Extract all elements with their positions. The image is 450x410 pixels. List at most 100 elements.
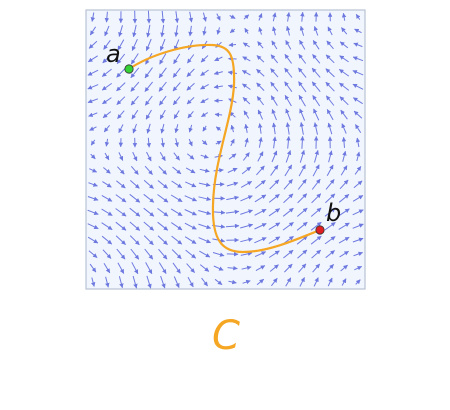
field-arrow (201, 140, 208, 146)
field-arrow (338, 194, 350, 203)
field-arrow (118, 276, 124, 289)
field-arrow (200, 154, 209, 159)
field-arrow (160, 10, 166, 24)
field-arrow (339, 179, 349, 190)
field-arrow (115, 194, 127, 203)
field-arrow (87, 69, 99, 76)
field-arrow (258, 13, 263, 21)
field-arrow (171, 235, 183, 245)
field-arrow (199, 264, 210, 272)
field-arrow (188, 11, 194, 23)
field-arrow (160, 123, 165, 134)
field-arrow (328, 150, 333, 163)
field-arrow (354, 124, 362, 133)
field-arrow (271, 277, 278, 287)
field-arrow (353, 110, 363, 119)
field-arrow (174, 124, 179, 134)
field-arrow (174, 138, 179, 148)
field-arrow (101, 194, 113, 202)
field-arrow (256, 165, 265, 176)
field-arrow (144, 248, 154, 260)
field-arrow (284, 164, 293, 177)
field-arrow (115, 235, 126, 245)
field-arrow (118, 124, 124, 134)
field-arrow (298, 263, 307, 273)
field-arrow (340, 109, 348, 120)
field-arrow (342, 150, 347, 162)
field-arrow (285, 40, 292, 50)
field-arrow (116, 82, 126, 92)
field-arrow (201, 277, 208, 287)
field-arrow (216, 27, 221, 35)
field-arrow (104, 138, 110, 147)
field-arrow (132, 151, 138, 162)
field-arrow (325, 54, 335, 64)
field-arrow (89, 263, 97, 273)
field-arrow (118, 25, 123, 37)
field-arrow (157, 194, 169, 203)
field-arrow (226, 195, 239, 201)
field-arrow (131, 38, 138, 51)
field-arrow (243, 110, 250, 119)
field-arrow (130, 165, 139, 175)
field-arrow (299, 122, 305, 135)
field-arrow (198, 196, 212, 201)
field-arrow (89, 168, 98, 173)
field-arrow (174, 25, 179, 37)
field-arrow (283, 249, 294, 259)
field-arrow (325, 95, 335, 106)
field-arrow (268, 208, 281, 217)
field-arrow (230, 124, 235, 133)
field-arrow (270, 54, 279, 64)
start-point-label: a (106, 40, 121, 68)
field-arrow (90, 277, 96, 287)
field-arrow (326, 109, 334, 121)
field-arrow (268, 222, 281, 231)
field-arrow (327, 122, 333, 135)
field-arrow (270, 81, 279, 92)
field-arrow (160, 137, 166, 148)
field-arrow (352, 223, 364, 229)
field-arrow (146, 123, 151, 134)
field-arrow (240, 209, 253, 215)
field-arrow (116, 96, 126, 105)
curve-label: C (212, 313, 240, 359)
field-arrow (326, 40, 334, 50)
field-arrow (214, 112, 223, 117)
field-arrow (242, 56, 251, 62)
field-arrow (200, 83, 209, 90)
field-arrow (185, 167, 196, 174)
field-arrow (241, 166, 252, 175)
field-arrow (284, 53, 293, 64)
field-arrow (352, 209, 364, 216)
field-arrow (146, 10, 152, 24)
field-arrow (102, 54, 112, 64)
field-arrow (88, 112, 98, 117)
field-arrow (284, 67, 293, 78)
field-arrow (157, 207, 169, 217)
field-arrow (172, 166, 182, 175)
field-arrow (88, 250, 98, 258)
field-arrow (353, 42, 363, 48)
field-arrow (198, 182, 211, 187)
field-arrow (171, 249, 182, 260)
field-arrow (118, 152, 124, 161)
field-arrow (271, 122, 277, 135)
field-arrow (339, 82, 350, 91)
field-arrow (143, 179, 154, 189)
field-arrow (145, 262, 153, 275)
field-arrow (297, 249, 308, 259)
field-arrow (269, 264, 279, 272)
field-arrow (184, 195, 197, 202)
field-arrow (325, 193, 336, 204)
end-point-label: b (326, 199, 341, 227)
field-arrow (257, 41, 264, 49)
field-arrow (254, 208, 267, 216)
field-arrow (310, 235, 322, 245)
field-arrow (285, 25, 291, 36)
field-arrow (158, 248, 168, 260)
field-arrow (324, 207, 336, 217)
field-arrow (354, 28, 362, 34)
field-arrow (158, 262, 167, 274)
field-arrow (243, 152, 250, 161)
